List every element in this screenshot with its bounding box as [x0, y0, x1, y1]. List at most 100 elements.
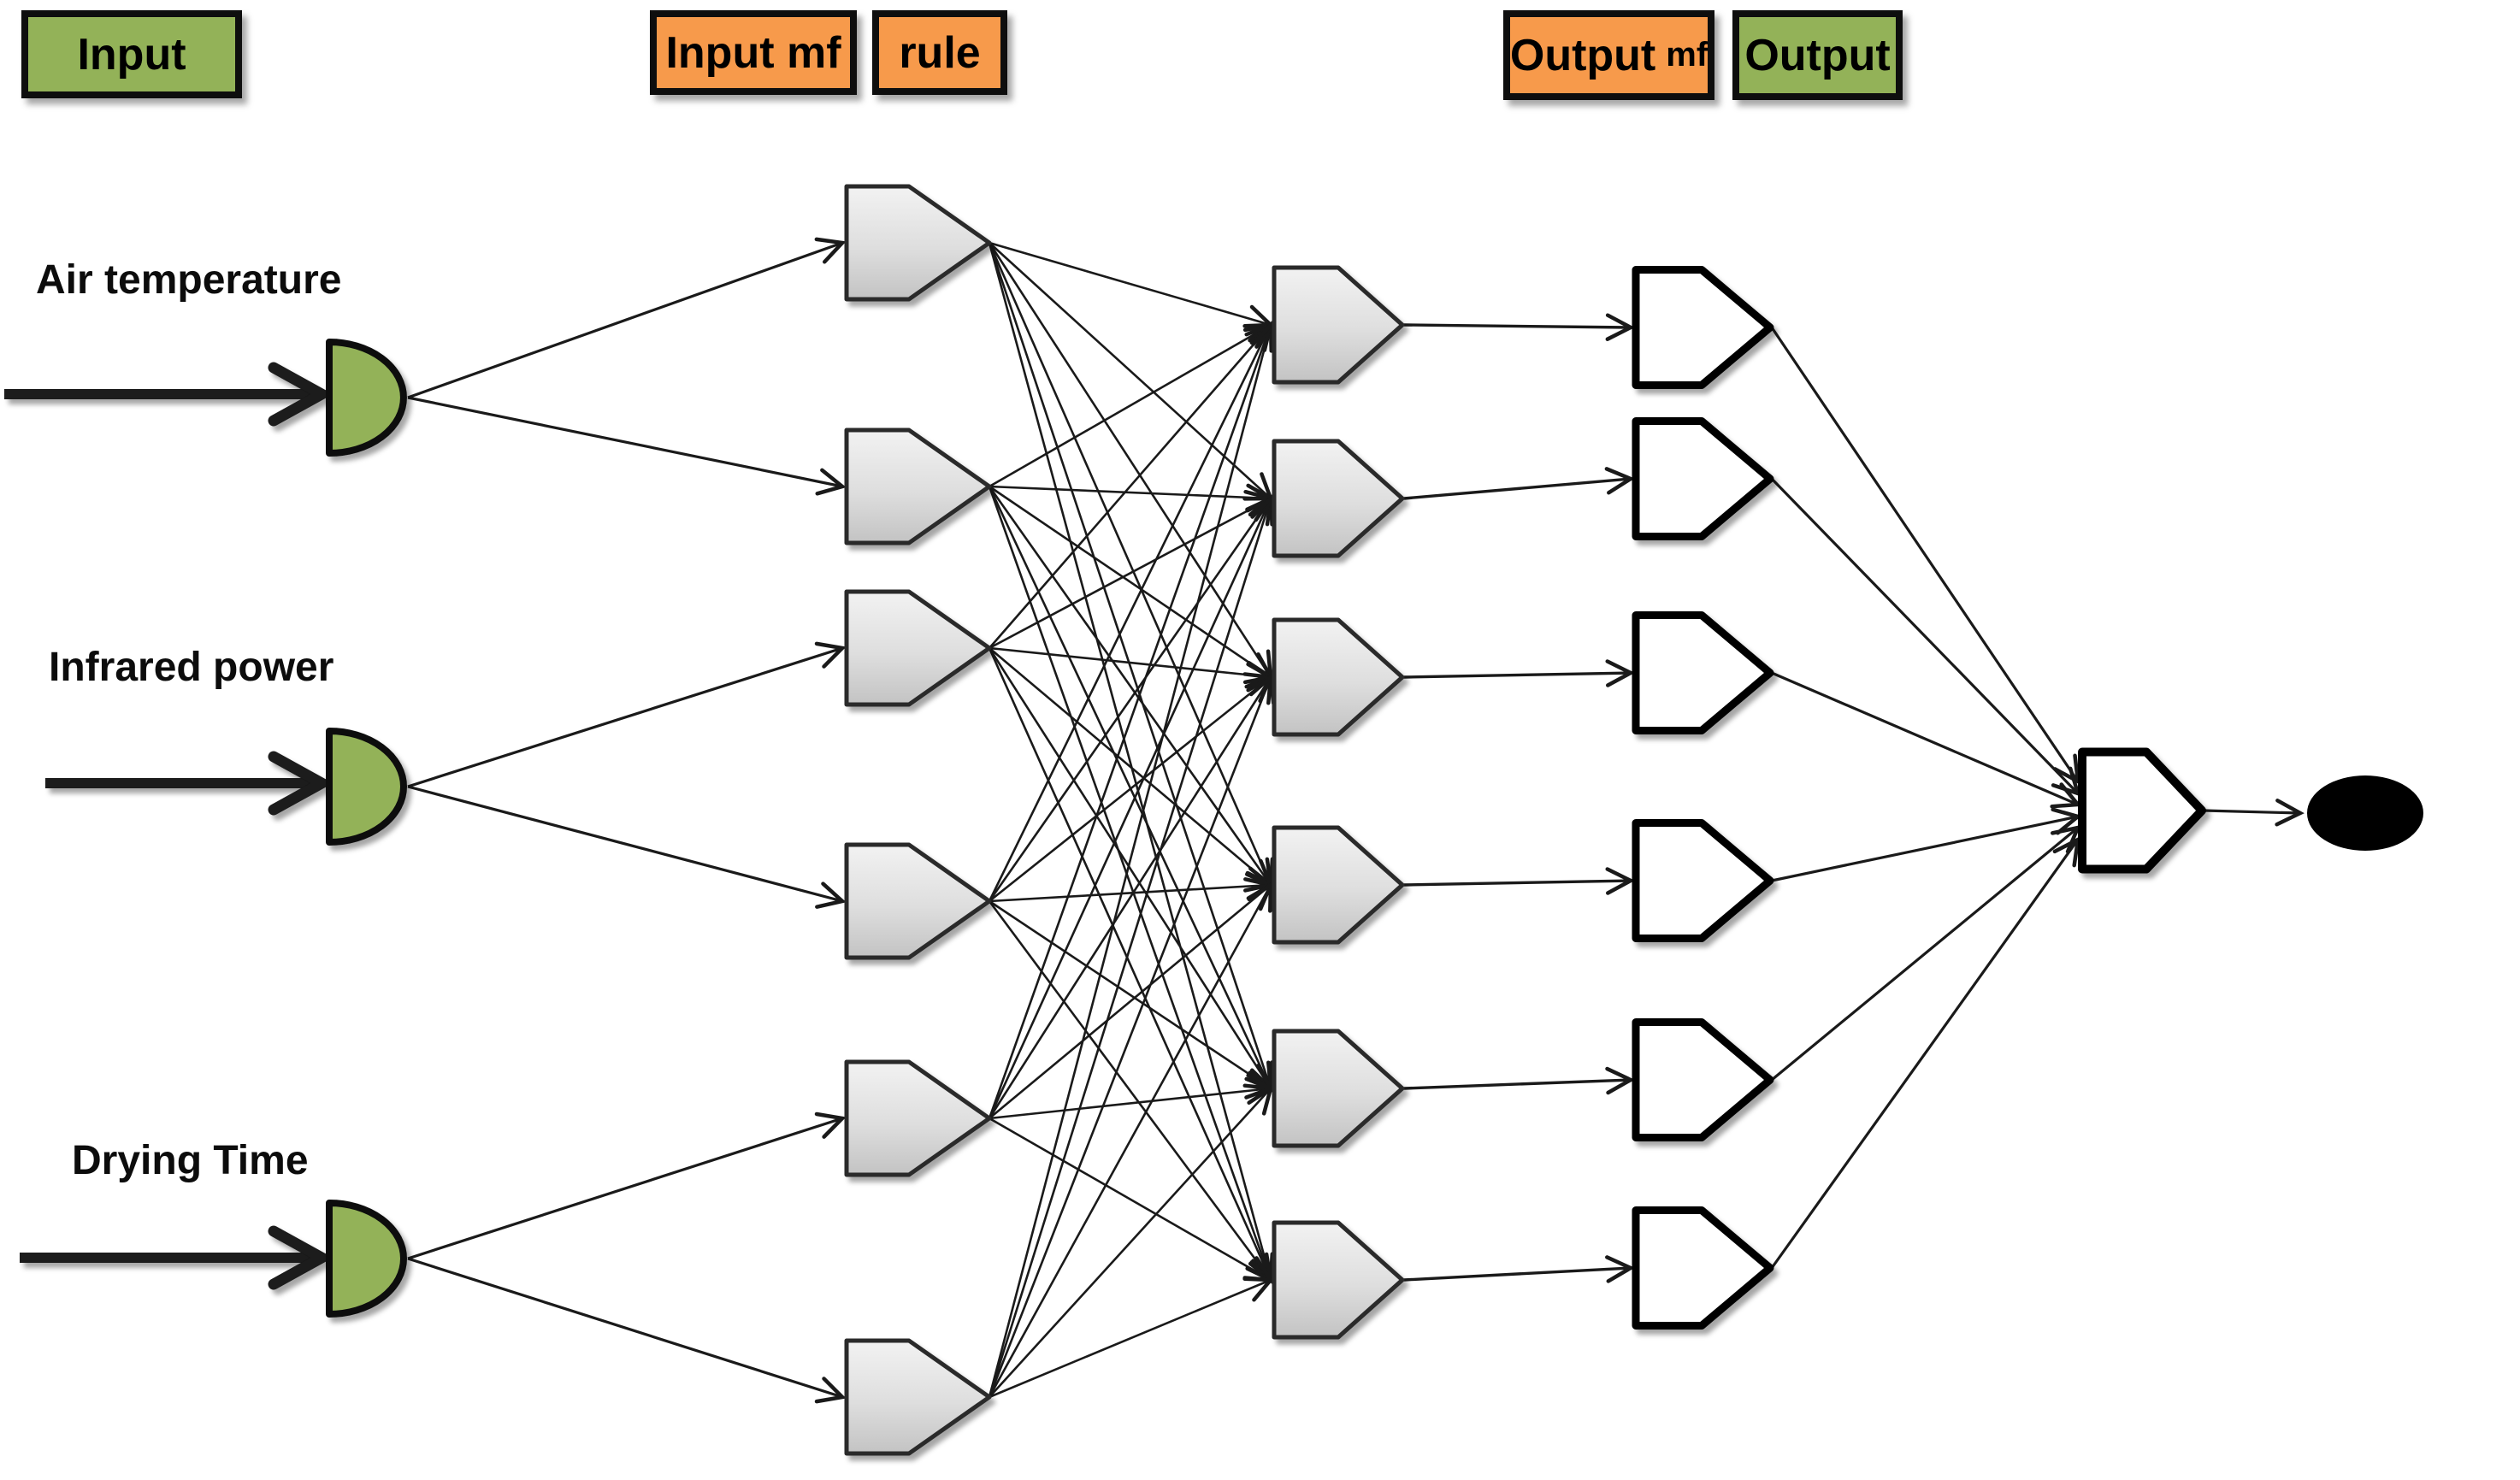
rule-omf-edge: [1403, 467, 1635, 500]
aggregate-node-group: [2078, 747, 2206, 874]
mf-rule-edge: [988, 494, 1273, 902]
mf-rule-edge: [988, 647, 1273, 1093]
header-label: rule: [899, 27, 981, 78]
header-label: Input: [77, 29, 186, 80]
header-label: Input mf: [665, 27, 841, 78]
header-label: Output: [1744, 30, 1891, 80]
mf-rule-edge: [989, 321, 1274, 649]
header-rule: rule: [872, 10, 1007, 95]
input-label-infrared-power: Infrared power: [49, 645, 334, 690]
mf-rule-edge: [988, 486, 1277, 1284]
rule-omf-edge: [1403, 1066, 1635, 1095]
mf-rule-edge: [989, 899, 1275, 1091]
input-mf-node-5: [844, 1059, 992, 1177]
input-mf-node-6: [844, 1338, 992, 1456]
mf-rule-edge: [989, 674, 1274, 903]
input-label-drying-time: Drying Time: [72, 1138, 309, 1183]
input-mf-node-1: [844, 184, 992, 302]
input-mf-node-3: [844, 589, 992, 707]
input-node-infrared-power: [326, 728, 407, 846]
mf-rule-edge: [989, 647, 1274, 888]
header-label: Output: [1509, 30, 1656, 80]
omf-agg-edge: [1770, 836, 2080, 1269]
mf-rule-edge: [989, 872, 1275, 903]
input-mf-edge: [407, 237, 847, 399]
mf-rule-edge: [989, 882, 1274, 1120]
omf-agg-edge: [1771, 671, 2082, 809]
rule-node-2: [1272, 439, 1405, 558]
input-node-drying-time: [326, 1200, 407, 1318]
mf-rule-edge: [989, 1117, 1275, 1282]
mf-rule-edge: [988, 242, 1275, 889]
mf-rule-edge: [989, 322, 1275, 488]
output-mf-node-4: [1632, 819, 1774, 942]
output-mf-node-6: [1632, 1206, 1774, 1330]
input-label-air-temperature: Air temperature: [36, 257, 342, 303]
input-and-nodes: [326, 339, 407, 1318]
mf-rule-edge: [988, 242, 1273, 681]
agg-output-edge: [2203, 799, 2305, 827]
input-node-air-temperature: [326, 339, 407, 457]
aggregate-node: [2078, 747, 2206, 874]
rule-to-output-mf-edges: [1403, 313, 1635, 1283]
header-output: Output: [1732, 10, 1903, 100]
input-mf-edge: [407, 785, 847, 909]
mf-rule-edge: [988, 486, 1273, 888]
mf-rule-edge: [988, 494, 1274, 1119]
mf-rule-edge: [988, 881, 1273, 1398]
mf-rule-edge: [988, 673, 1276, 1398]
omf-agg-edge: [1770, 327, 2080, 786]
mf-rule-edge: [989, 1085, 1274, 1398]
rule-nodes: [1272, 265, 1405, 1340]
input-mf-nodes: [844, 184, 992, 1456]
rule-omf-edge: [1403, 1255, 1635, 1283]
output-mf-to-aggregate-edges: [1770, 327, 2082, 1269]
mf-rule-edge: [988, 321, 1278, 1398]
mf-rule-edge: [989, 1276, 1275, 1399]
output-mf-nodes: [1632, 266, 1774, 1330]
mf-rule-edge: [989, 1076, 1275, 1120]
rule-node-6: [1272, 1220, 1405, 1340]
mf-rule-edge: [988, 242, 1278, 1284]
rule-node-4: [1272, 825, 1405, 945]
input-mf-node-4: [844, 842, 992, 960]
mf-rule-edge: [989, 241, 1275, 333]
input-to-mf-edges: [407, 237, 847, 1404]
mf-rule-edge: [988, 242, 1278, 1093]
output-mf-node-5: [1632, 1018, 1774, 1141]
header-output-mf: Output mf: [1503, 10, 1714, 100]
rule-node-3: [1272, 617, 1405, 737]
mf-rule-edge: [988, 321, 1273, 902]
rule-omf-edge: [1403, 659, 1635, 687]
mf-rule-edge: [989, 483, 1275, 512]
input-mf-edge: [407, 641, 847, 788]
mf-rule-edge: [988, 494, 1278, 1398]
mf-rule-edge: [989, 646, 1275, 689]
rule-node-1: [1272, 265, 1405, 385]
mf-rule-edge: [988, 673, 1273, 1119]
header-label-suffix: mf: [1666, 36, 1709, 74]
input-mf-node-2: [844, 427, 992, 545]
input-arrows: [4, 362, 333, 1290]
mf-rule-edge: [989, 485, 1275, 680]
mf-rule-edge: [989, 496, 1275, 650]
output-mf-node-1: [1632, 266, 1774, 389]
rule-node-5: [1272, 1029, 1405, 1148]
mf-rule-edge: [988, 647, 1275, 1284]
input-mf-edge: [407, 1111, 847, 1260]
mf-rule-edge: [988, 486, 1274, 1093]
input-mf-edge: [407, 396, 847, 496]
omf-agg-edge: [1771, 807, 2082, 882]
input-mf-to-rule-edges: [988, 241, 1278, 1399]
omf-agg-edge: [1770, 477, 2081, 797]
output-mf-node-2: [1632, 417, 1774, 540]
rule-omf-edge: [1403, 313, 1635, 341]
mf-rule-edge: [988, 321, 1277, 1119]
mf-rule-edge: [988, 900, 1273, 1283]
header-input-mf: Input mf: [650, 10, 857, 95]
output-mf-node-3: [1632, 611, 1774, 734]
output-dot: [2307, 775, 2423, 851]
omf-agg-edge: [1770, 824, 2081, 1082]
